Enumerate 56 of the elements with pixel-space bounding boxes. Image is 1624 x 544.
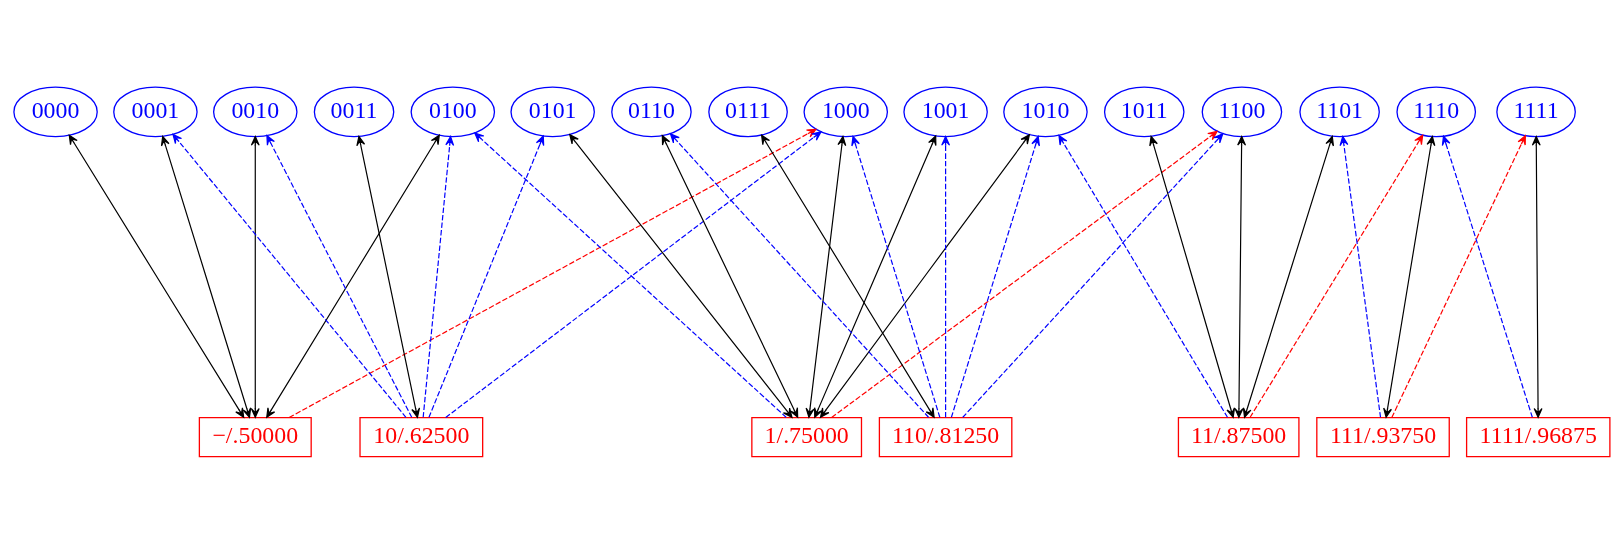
node-box: −/.50000: [198, 416, 312, 458]
node-box: 110/.81250: [878, 416, 1013, 458]
node-ellipse: 1101: [1299, 86, 1380, 138]
arrow: [814, 135, 937, 418]
arrow: [569, 134, 793, 418]
node-box: 1111/.96875: [1465, 416, 1611, 458]
arrow: [1391, 135, 1526, 418]
arrow: [266, 135, 413, 418]
arrow: [266, 134, 440, 418]
node-ellipse: 0001: [113, 86, 198, 138]
node-ellipse: 1110: [1396, 86, 1477, 138]
node-ellipse: 1111: [1496, 86, 1576, 138]
node-ellipse: 0110: [611, 86, 692, 138]
node-ellipse: 0101: [510, 86, 595, 138]
arrow: [661, 135, 799, 418]
arrow: [1383, 135, 1436, 418]
node-ellipse: 1010: [1003, 86, 1088, 138]
arrow: [172, 133, 407, 418]
arrow: [1234, 135, 1247, 418]
arrow: [445, 131, 822, 419]
arrow: [950, 135, 1040, 418]
node-ellipse: 0111: [708, 86, 788, 138]
node-ellipse: 1100: [1201, 86, 1283, 138]
node-box: 10/.62500: [359, 416, 484, 458]
arrow: [250, 135, 260, 418]
arrow: [288, 128, 817, 419]
arrow: [941, 135, 951, 418]
arrow: [474, 132, 787, 418]
arrow: [160, 135, 252, 418]
node-box: 1/.75000: [751, 416, 863, 458]
node-ellipse: 1011: [1103, 86, 1185, 138]
node-ellipse: 0010: [213, 86, 298, 138]
arrow: [962, 133, 1224, 418]
node-box: 11/.87500: [1177, 416, 1300, 458]
arrow: [1058, 135, 1229, 418]
arrow: [422, 135, 455, 418]
arrow: [356, 135, 421, 418]
node-ellipse: 1001: [903, 86, 988, 138]
arrow: [819, 134, 1030, 418]
arrow: [805, 135, 847, 418]
arrow: [669, 133, 930, 418]
arrow: [831, 130, 1218, 419]
node-ellipse: 0100: [410, 86, 496, 138]
arrow: [761, 134, 935, 418]
arrow: [1441, 135, 1533, 418]
arrow: [1339, 135, 1382, 418]
arrow: [428, 135, 545, 418]
arrow: [1242, 135, 1334, 418]
arrow: [68, 134, 245, 418]
arrow: [851, 135, 941, 418]
node-ellipse: 0011: [313, 86, 395, 138]
node-ellipse: 0000: [13, 86, 98, 138]
arrow: [1149, 135, 1236, 418]
node-box: 111/.93750: [1316, 416, 1450, 458]
arrow: [1249, 134, 1424, 418]
arrow: [1531, 135, 1543, 418]
